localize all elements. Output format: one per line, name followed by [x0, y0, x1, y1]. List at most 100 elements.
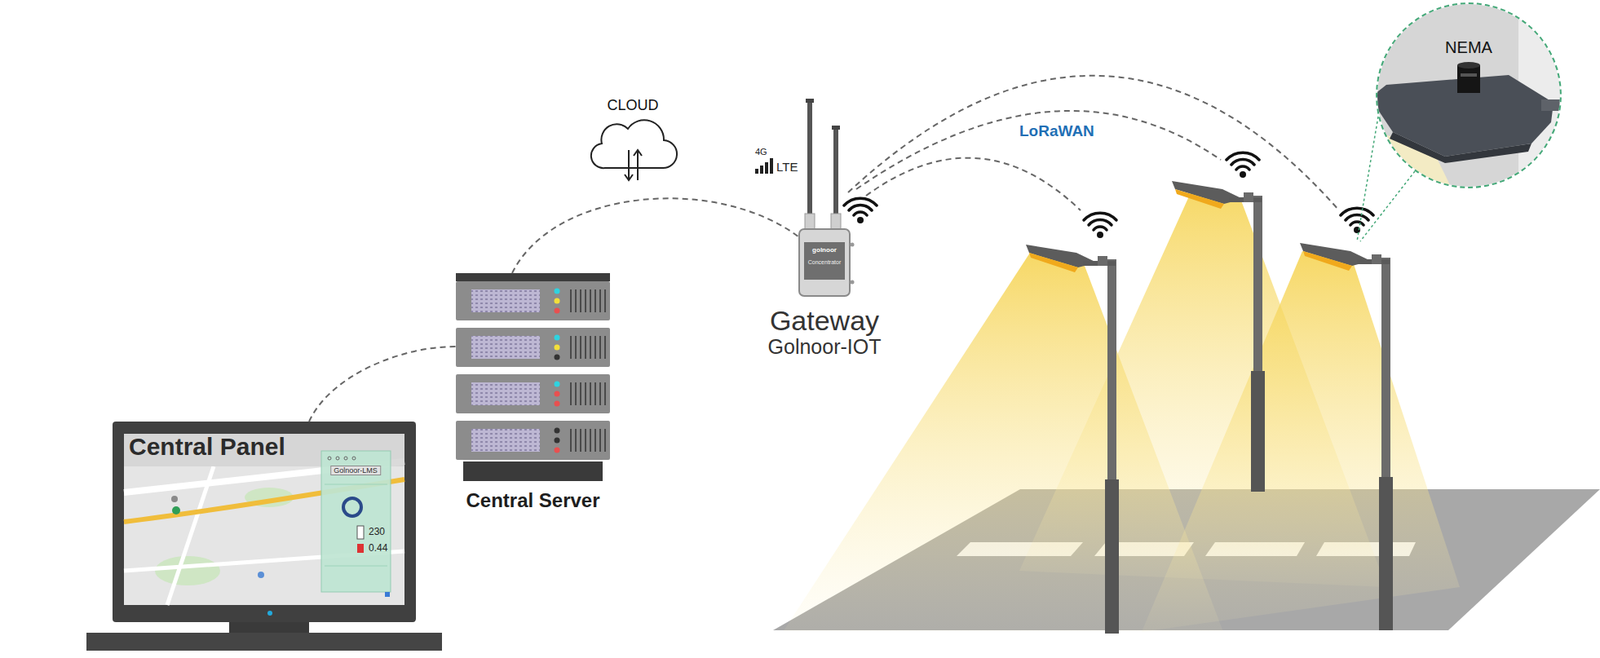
panel-icon [335, 456, 340, 460]
nema-zoom-picture [1370, 2, 1574, 189]
signal-bar [764, 162, 769, 174]
server-led [554, 335, 561, 341]
voltage-value: 230 [368, 526, 385, 539]
map-park [154, 556, 221, 586]
zoom-lamp-edge [1389, 132, 1532, 164]
zoom-arm [1541, 99, 1574, 111]
cloud-label: CLOUD [606, 97, 659, 115]
current-value: 0.44 [368, 543, 388, 555]
server-led [554, 308, 561, 314]
gateway-faceplate [804, 242, 845, 280]
server-led [554, 437, 561, 444]
antenna-base [830, 213, 841, 230]
panel-divider [324, 565, 388, 567]
network-type: 4G [755, 146, 768, 158]
wifi-icon [1226, 152, 1260, 178]
server-node: Central Server [455, 273, 610, 482]
wifi-icon [1083, 212, 1117, 239]
map-pin [257, 571, 265, 579]
signal-bar [769, 158, 774, 174]
nema-label: NEMA [1445, 38, 1493, 58]
nema-zoom-node: NEMA [1375, 2, 1562, 189]
signal-bar [755, 168, 759, 174]
panel-divider [324, 484, 388, 486]
lamp-head [1171, 181, 1262, 209]
antenna-tip [831, 125, 840, 130]
panel-icon [327, 456, 332, 460]
light-beam [1141, 251, 1460, 633]
monitor-node: Central Panel [112, 421, 416, 623]
wifi-icon [844, 198, 877, 224]
voltage-bar [357, 525, 364, 540]
lamp-pole-base [1379, 477, 1393, 631]
dashed-link [512, 198, 800, 274]
panel-title: Central Panel [128, 433, 286, 462]
lamp-pole-base [1250, 371, 1265, 492]
device-model: Concentrator [808, 259, 841, 266]
server-vent [471, 428, 540, 452]
panel-icon [352, 456, 356, 460]
server-slots [570, 382, 606, 406]
app-tag: Golnoor-LMS [330, 465, 381, 476]
server-unit [455, 327, 610, 367]
antenna-base [804, 213, 815, 230]
lamp-head [1299, 243, 1390, 271]
gateway-title: Gateway [769, 304, 880, 337]
map-road [167, 466, 214, 606]
cloud-icon [591, 119, 677, 168]
server-unit [455, 420, 610, 460]
nema-socket-top [1457, 61, 1481, 69]
antenna [833, 125, 839, 217]
gateway-model: Golnoor-IOT [768, 335, 882, 359]
signal-bar [760, 165, 764, 174]
current-bar [357, 543, 364, 553]
device-brand: golnoor [812, 246, 837, 254]
nema-socket-ring [1460, 73, 1477, 77]
server-vent [471, 382, 540, 406]
protocol-logo: LoRaWAN [1019, 122, 1095, 141]
server-vent [471, 289, 540, 313]
nema-socket [1457, 65, 1481, 93]
monitor-bezel [112, 421, 416, 623]
server-unit [455, 281, 610, 321]
server-vent [471, 335, 540, 359]
network-type: LTE [776, 159, 798, 174]
server-led [554, 401, 561, 407]
server-led [554, 288, 561, 295]
panel-icon [344, 456, 348, 460]
server-label: Central Server [465, 489, 600, 513]
server-led [554, 381, 561, 388]
lora-link [866, 158, 1081, 211]
server-led [554, 428, 561, 434]
antenna [807, 98, 813, 217]
zoom-leader [1360, 171, 1415, 242]
server-led [554, 344, 561, 351]
rack-base [463, 461, 603, 482]
server-slots [570, 335, 606, 359]
lamp-pole-base [1104, 479, 1119, 634]
lora-link [856, 110, 1221, 190]
lamp-head [1025, 244, 1116, 273]
monitor-base [86, 632, 442, 651]
status-ring [343, 498, 362, 517]
cloud-arrow [633, 150, 642, 181]
server-slots [570, 289, 606, 313]
power-dot [267, 610, 273, 616]
side-panel [321, 450, 391, 593]
gateway-housing [799, 229, 850, 297]
server-led [554, 298, 561, 305]
server-led [554, 391, 561, 398]
server-led [554, 354, 561, 361]
gateway-screw [850, 243, 855, 248]
monitor-neck [229, 622, 310, 634]
server-led [554, 447, 561, 454]
gateway-screw [850, 280, 855, 285]
wifi-icon [1340, 207, 1374, 234]
cloud-node: CLOUD [589, 117, 677, 182]
server-unit [455, 374, 610, 414]
server-slots [570, 428, 606, 452]
lora-link [848, 75, 1340, 211]
map-pin [171, 495, 178, 503]
dashed-link [309, 346, 456, 422]
